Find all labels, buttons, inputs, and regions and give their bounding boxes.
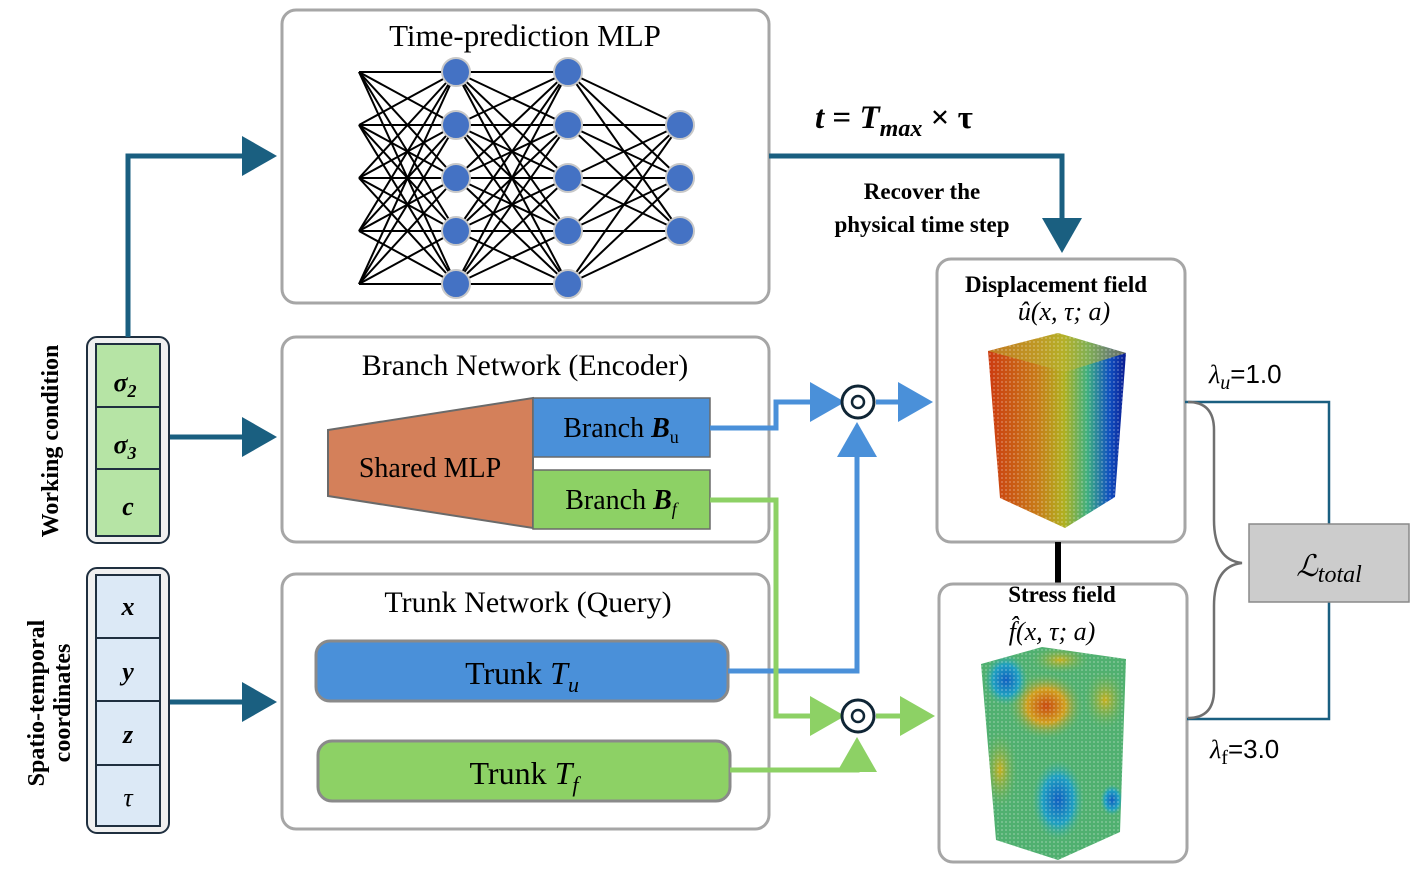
wc-cell-sigma2 — [95, 343, 161, 408]
mlp-node — [665, 110, 695, 140]
wc-c-text: c — [122, 492, 134, 521]
mlp-edge — [455, 124, 569, 285]
mlp-edge — [455, 230, 569, 285]
arrow-wc-to-time-mlp — [125, 136, 277, 337]
spatio-temporal-label-line2: coordinates — [50, 644, 76, 763]
working-condition-group: Working condition σ2 σ3 c — [38, 336, 170, 544]
product-operator-bottom — [840, 698, 876, 734]
mlp-node — [441, 216, 471, 246]
line-tu-to-top-operator — [728, 422, 877, 674]
branch-bu-label: Branch Bu — [563, 413, 679, 447]
mlp-nodes — [441, 57, 695, 299]
branch-bf-box — [532, 469, 711, 530]
spatio-temporal-label-line1: Spatio-temporal — [24, 619, 50, 786]
lambda-f-label: λf=3.0 — [1209, 734, 1279, 769]
mlp-edge — [567, 124, 681, 179]
mlp-node — [441, 163, 471, 193]
mlp-edge — [358, 230, 457, 285]
line-bu-to-top-operator — [710, 382, 845, 431]
mlp-node — [441, 57, 471, 87]
branch-network-panel: Branch Network (Encoder) Shared MLP Bran… — [280, 335, 771, 544]
mlp-edge — [455, 71, 569, 179]
trunk-tu-label: Trunk Tu — [465, 655, 579, 697]
st-z-text: z — [122, 720, 134, 749]
stress-formula: f̂(x, τ; a) — [1009, 617, 1096, 646]
mlp-node — [665, 216, 695, 246]
wc-cell-c — [95, 468, 161, 537]
branch-bf-label: Branch Bf — [565, 485, 680, 519]
mlp-edge — [358, 71, 457, 179]
lambda-u-label: λu=1.0 — [1208, 359, 1282, 394]
mlp-node — [441, 269, 471, 299]
mlp-edge — [567, 230, 681, 285]
st-cell-x — [95, 574, 161, 639]
line-bf-to-bottom-operator — [710, 497, 845, 736]
wc-sigma3-text: σ3 — [113, 430, 136, 463]
trunk-network-panel: Trunk Network (Query) Trunk Tu Trunk Tf — [280, 572, 771, 831]
mlp-edge — [567, 124, 681, 232]
mlp-edge — [358, 71, 457, 232]
loss-wire-top — [1185, 400, 1331, 524]
time-mlp-panel: Time-prediction MLP — [280, 8, 771, 305]
mlp-edge — [567, 124, 681, 285]
loss-total-label: ℒtotal — [1296, 550, 1362, 588]
mlp-node — [553, 216, 583, 246]
recover-note-line2: physical time step — [834, 212, 1009, 237]
time-mlp-frame — [280, 8, 771, 305]
mlp-edge — [455, 71, 569, 285]
mlp-node — [665, 163, 695, 193]
mlp-node — [553, 110, 583, 140]
mlp-node — [553, 269, 583, 299]
mlp-edge — [455, 71, 569, 232]
line-tf-to-bottom-operator — [730, 737, 877, 773]
trunk-network-title: Trunk Network (Query) — [384, 586, 671, 619]
st-cell-z — [95, 700, 161, 766]
mlp-node — [553, 163, 583, 193]
trunk-tf-label: Trunk Tf — [470, 755, 582, 797]
time-formula: t = Tmax × τ — [815, 100, 973, 142]
mlp-edge — [358, 124, 457, 285]
st-cell-tau — [95, 764, 161, 827]
mlp-edge — [455, 177, 569, 285]
stress-point-cloud — [981, 647, 1126, 860]
branch-network-title: Branch Network (Encoder) — [362, 349, 689, 382]
working-condition-label: Working condition — [38, 345, 64, 538]
mlp-node — [441, 110, 471, 140]
loss-wire-bottom — [1187, 602, 1331, 721]
shared-mlp-label: Shared MLP — [359, 453, 501, 484]
displacement-field-panel: Displacement field û(x, τ; a) — [935, 257, 1187, 544]
displacement-title: Displacement field — [965, 272, 1147, 297]
curly-brace — [1187, 400, 1243, 720]
mlp-edges — [358, 71, 681, 285]
mlp-edge — [567, 71, 681, 126]
mlp-node — [553, 57, 583, 87]
wc-cell-sigma3 — [95, 406, 161, 470]
branch-bu-box — [532, 397, 711, 458]
st-cell-y — [95, 637, 161, 702]
displacement-point-cloud — [988, 333, 1126, 528]
stress-title: Stress field — [1008, 582, 1116, 607]
mlp-edge — [358, 71, 457, 126]
st-x-text: x — [121, 592, 135, 621]
product-operator-top — [840, 384, 876, 420]
spatio-temporal-group: Spatio-temporal coordinates x y z τ — [24, 567, 170, 834]
mlp-edge — [567, 177, 681, 285]
displacement-formula: û(x, τ; a) — [1018, 297, 1110, 326]
time-mlp-title: Time-prediction MLP — [389, 18, 661, 53]
mlp-edge — [455, 71, 569, 126]
arrow-time-to-displacement — [769, 153, 1082, 253]
stress-field-panel: Stress field f̂(x, τ; a) — [937, 582, 1189, 864]
wc-sigma2-text: σ2 — [113, 368, 136, 401]
mlp-edge — [358, 177, 457, 285]
st-tau-text: τ — [123, 783, 134, 812]
st-y-text: y — [119, 657, 134, 686]
recover-note-line1: Recover the — [864, 179, 980, 204]
mlp-edge — [358, 71, 457, 285]
loss-total-box — [1248, 523, 1410, 603]
